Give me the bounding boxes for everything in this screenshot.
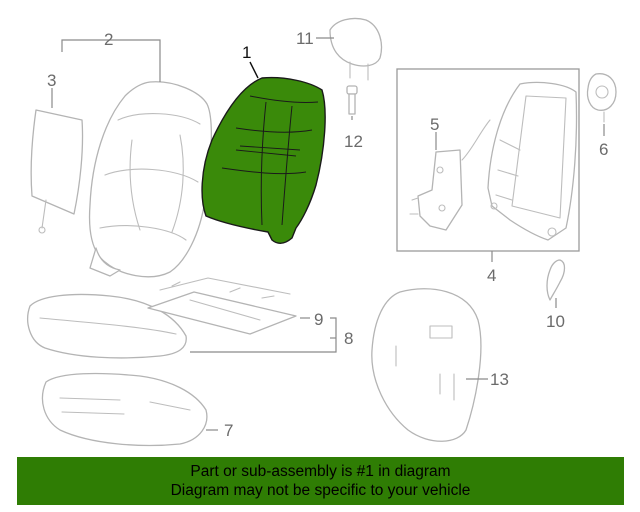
seat-back-cover-part[interactable] — [88, 81, 212, 278]
seat-cushion-pad-part[interactable] — [41, 372, 208, 447]
banner-line-1: Part or sub-assembly is #1 in diagram — [190, 463, 451, 480]
callout-4: 4 — [487, 266, 496, 285]
side-airbag-part[interactable] — [371, 288, 482, 442]
callout-7: 7 — [224, 421, 233, 440]
callout-11: 11 — [296, 29, 314, 48]
callout-1: 1 — [242, 43, 251, 62]
back-board-part[interactable] — [30, 109, 84, 234]
headrest-part[interactable] — [329, 17, 383, 81]
side-panel-part[interactable] — [409, 119, 491, 231]
callout-13: 13 — [490, 370, 509, 389]
frame-assembly-box — [396, 68, 580, 252]
callout-8: 8 — [344, 329, 353, 348]
leader-lines — [51, 37, 605, 431]
callout-12: 12 — [344, 132, 363, 151]
callout-10: 10 — [546, 312, 565, 331]
recliner-cover-part[interactable] — [586, 73, 617, 123]
trim-part[interactable] — [546, 259, 566, 301]
seat-cushion-cover-part[interactable] — [27, 293, 187, 359]
callout-2: 2 — [104, 30, 113, 49]
headrest-guide-part[interactable] — [346, 85, 358, 115]
seat-back-frame-part[interactable] — [487, 81, 578, 241]
callout-6: 6 — [599, 140, 608, 159]
callout-5: 5 — [430, 115, 439, 134]
callout-9: 9 — [314, 310, 323, 329]
callout-3: 3 — [47, 71, 56, 90]
banner-line-2: Diagram may not be specific to your vehi… — [170, 482, 471, 499]
heater-mat-part[interactable] — [147, 277, 297, 335]
seat-back-pad-part[interactable] — [201, 76, 326, 244]
diagram-notice-banner: Part or sub-assembly is #1 in diagram Di… — [17, 457, 624, 505]
